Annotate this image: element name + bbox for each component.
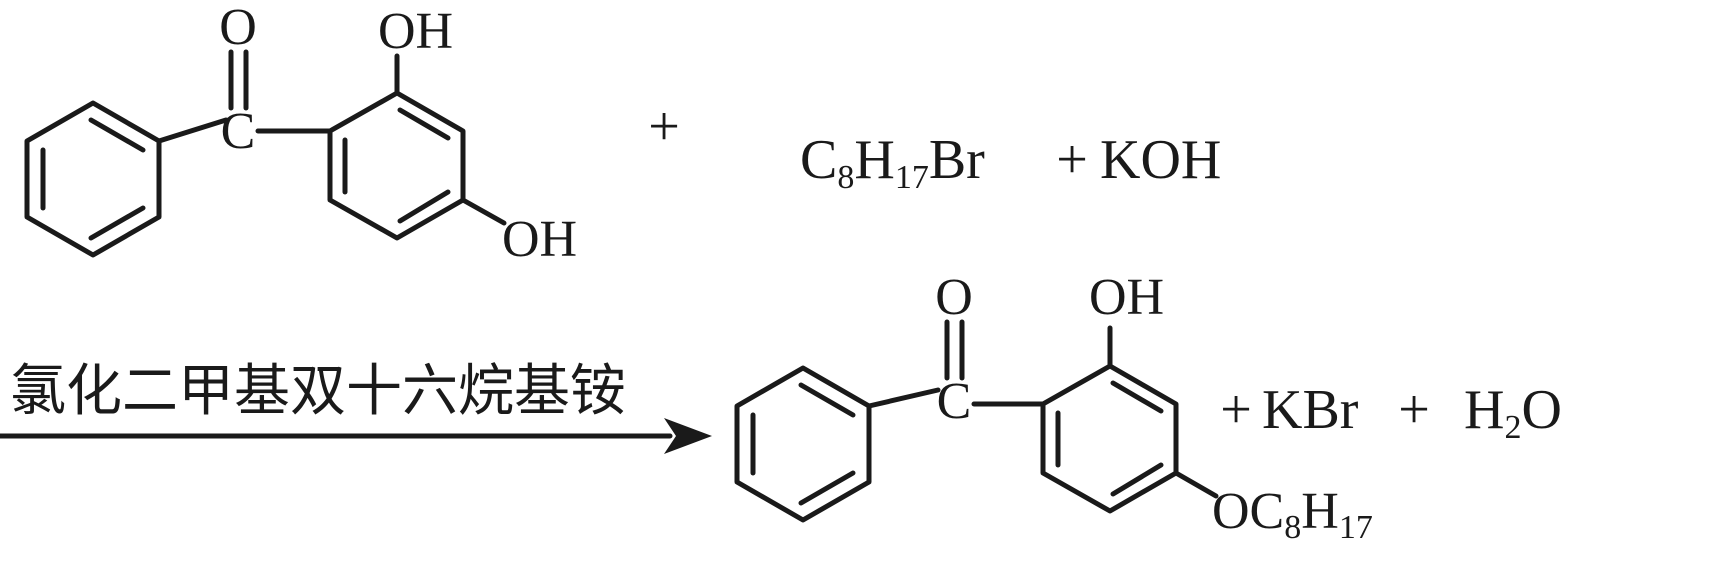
bond-ether [1173, 470, 1219, 499]
plus-sign-4: + [1398, 379, 1430, 441]
bond-phenyl-carbonyl-1 [156, 117, 229, 144]
reagents: C8H17Br + KOH [800, 129, 1221, 196]
reactant-benzophenone: C O OH OH [24, 0, 577, 268]
dihydroxy-ring [327, 90, 466, 241]
byproduct-kbr: KBr [1262, 379, 1359, 441]
plus-sign-1: + [648, 96, 680, 158]
reagent-octyl-bromide: C8H17Br [800, 129, 985, 196]
catalyst-condition: 氯化二甲基双十六烷基铵 [10, 359, 626, 424]
reaction-arrow: 氯化二甲基双十六烷基铵 [0, 359, 712, 454]
byproducts: + KBr + H2O [1220, 379, 1562, 446]
phenyl-ring-2 [734, 365, 872, 523]
carbonyl-oxygen-1: O [219, 0, 257, 56]
carbonyl-oxygen-2: O [935, 269, 973, 326]
reagent-koh: KOH [1100, 129, 1221, 191]
phenyl-ring-1 [24, 100, 162, 258]
plus-sign-3: + [1220, 379, 1252, 441]
plus-sign-2: + [1056, 129, 1088, 191]
arrow-head [664, 418, 712, 454]
hydroxyl-top-2: OH [1089, 269, 1164, 326]
product-octabenzone: C O OH OC8H17 [734, 269, 1373, 546]
bond-oh-bottom-1 [460, 197, 507, 226]
carbonyl-carbon-1: C [221, 103, 256, 160]
byproduct-water: H2O [1464, 379, 1562, 446]
hydroxyl-bottom-1: OH [502, 211, 577, 268]
carbonyl-carbon-2: C [937, 373, 972, 430]
hydroxyl-top-1: OH [378, 3, 453, 60]
substituted-ring [1040, 363, 1179, 514]
bond-phenyl-carbonyl-2 [866, 387, 941, 409]
octyloxy-group: OC8H17 [1212, 483, 1373, 546]
